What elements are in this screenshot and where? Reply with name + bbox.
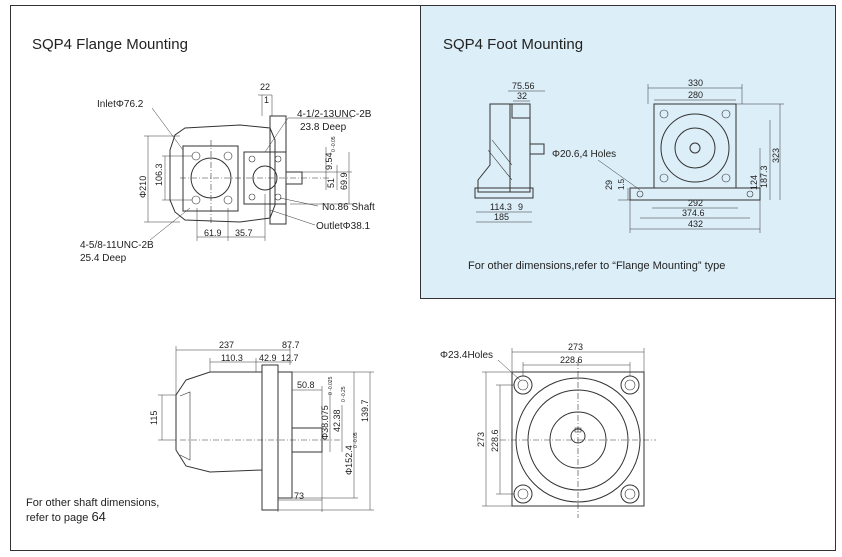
dim-51: 51 [326,178,336,188]
dim-phi210: Φ210 [138,176,148,198]
foot-side-base [474,187,534,199]
dim-228-6-top: 228.6 [560,355,583,365]
shaft-label: No.86 Shaft [322,202,375,213]
flange-plate [269,115,287,225]
dim-115: 115 [149,411,159,425]
dim-87-7: 87.7 [282,340,300,350]
dim-73: 73 [294,491,304,501]
dim-114-3: 114.3 [490,202,512,212]
dim-330: 330 [688,78,703,88]
dim-323: 323 [771,148,781,163]
dim-phi38-075: Φ38.075 [320,405,330,440]
dim-124: 124 [749,175,759,190]
dim-42-38: 42.38 [332,409,342,432]
dim-32: 32 [517,91,527,101]
footer-note-line1: For other shaft dimensions, [26,497,160,509]
top-thread-label: 4-1/2-13UNC-2B [297,109,372,120]
dim-374-6: 374.6 [682,208,705,218]
front-holes-label: Φ23.4Holes [440,350,493,361]
flange-mounting-title: SQP4 Flange Mounting [32,36,188,53]
shaft-side-drawing [158,346,374,512]
flange-mounting-drawing [144,94,354,241]
flange-pump-body [169,124,276,223]
outlet-label: OutletΦ38.1 [316,221,371,232]
dim-273-top: 273 [568,342,583,352]
inlet-label: InletΦ76.2 [97,99,144,110]
foot-mounting-title: SQP4 Foot Mounting [443,36,584,53]
dim-phi38-tolerance: 0 -0.025 [328,376,334,395]
footer-note-prefix: refer to page [26,512,89,524]
foot-holes-label: Φ20.6,4 Holes [552,149,616,160]
dim-75-56: 75.56 [512,81,535,91]
dim-185: 185 [494,212,509,222]
dim-12-7: 12.7 [281,353,299,363]
dim-61-9: 61.9 [204,228,222,238]
dim-phi152-tolerance: 0 -0.05 [353,432,359,448]
dim-50-8: 50.8 [297,380,315,390]
foot-side-drawing [474,90,545,223]
bottom-thread-label: 4-5/8-11UNC-2B [80,240,154,251]
dim-29: 29 [604,180,614,190]
dim-280: 280 [688,90,703,100]
dim-106-3: 106.3 [154,163,164,186]
top-deep-label: 23.8 Deep [300,122,347,133]
footer-page-number: 64 [91,509,106,524]
dim-35-7: 35.7 [235,228,253,238]
dim-432: 432 [688,219,703,229]
foot-side-shaft [529,143,545,155]
dim-1: 1 [264,95,269,105]
dim-phi152-4: Φ152.4 [344,445,354,475]
bottom-deep-label: 25.4 Deep [80,253,127,264]
footer-note: For other shaft dimensions, refer to pag… [26,496,159,525]
dim-292: 292 [688,198,703,208]
dim-9: 9 [518,202,523,212]
footer-note-line2: refer to page 64 [26,510,159,525]
dim-139-7: 139.7 [360,399,370,422]
dim-237: 237 [219,340,234,350]
dim-9-54-tolerance: 0 -0.05 [331,136,337,152]
foot-front-flange [653,103,737,189]
dim-69-9: 69.9 [339,172,349,190]
front-view-drawing [482,348,656,518]
foot-front-drawing [597,84,784,233]
foot-side-body [477,103,531,193]
foot-note: For other dimensions,refer to “Flange Mo… [468,260,726,272]
dim-9-54: 9.54 [324,152,334,170]
dim-228-6-side: 228.6 [490,429,500,452]
shaft-side-body [175,371,263,473]
flange-inlet-block [182,145,239,212]
dim-42-9: 42.9 [259,353,277,363]
dim-22: 22 [260,82,270,92]
dim-273-side: 273 [476,432,486,447]
dim-42-tolerance: 0 -0.25 [341,386,347,402]
shaft-side-flange [261,364,279,511]
dim-110-3: 110.3 [221,353,243,363]
dim-1-5: 1.5 [617,178,626,190]
dim-187-3: 187.3 [759,165,769,188]
